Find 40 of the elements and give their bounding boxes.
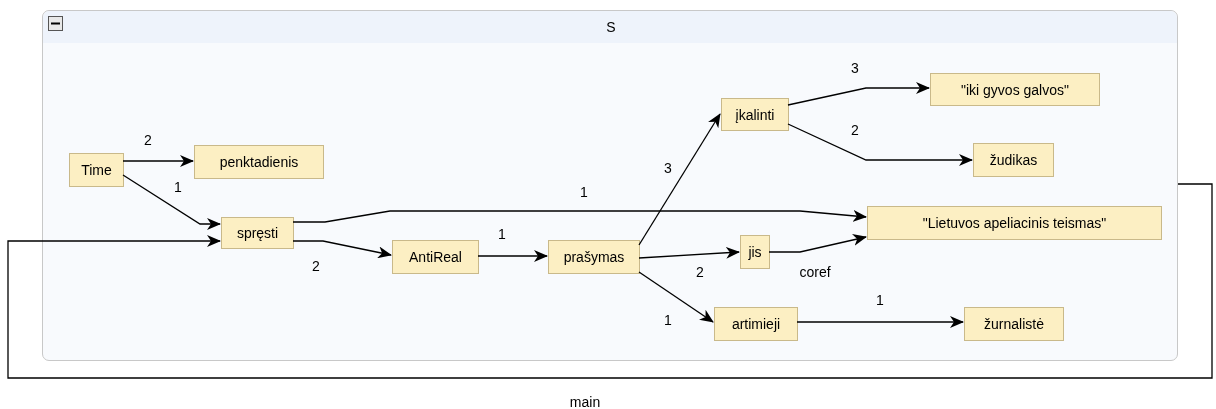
- group-box: [42, 10, 1178, 361]
- edge-label: main: [568, 394, 602, 409]
- arrow: [787, 123, 973, 166]
- edge-label: 1: [173, 179, 183, 195]
- edge-label: 2: [695, 264, 705, 280]
- edge-label: 2: [850, 122, 860, 138]
- node-box: jis: [740, 235, 770, 269]
- edge-label: coref: [798, 264, 832, 280]
- node-box: prašymas: [548, 240, 640, 274]
- arrow: [768, 234, 867, 253]
- edge-label: 1: [663, 312, 673, 328]
- node-box: "Lietuvos apeliacinis teismas": [867, 206, 1162, 240]
- arrow: [638, 246, 740, 259]
- arrow: [638, 113, 721, 246]
- node-box: Time: [69, 153, 124, 187]
- node-box: spręsti: [221, 217, 294, 249]
- node-box: AntiReal: [392, 240, 479, 274]
- group-title: S: [606, 19, 616, 35]
- edge-label: 1: [497, 226, 507, 242]
- edge-label: 1: [579, 184, 589, 200]
- node-box: žudikas: [973, 143, 1054, 177]
- edge-label: 3: [663, 160, 673, 176]
- arrow: [7, 183, 1213, 379]
- arrow: [638, 271, 714, 323]
- node-box: "iki gyvos galvos": [930, 73, 1100, 106]
- node-box: įkalinti: [721, 98, 789, 131]
- arrow: [477, 250, 548, 262]
- node-box: artimieji: [714, 307, 798, 341]
- arrow: [292, 240, 392, 259]
- edge-label: 3: [850, 60, 860, 76]
- edge-label: 1: [875, 292, 885, 308]
- arrow: [122, 174, 221, 230]
- arrow: [122, 155, 194, 167]
- edge-label: 2: [311, 258, 321, 274]
- node-box: žurnalistė: [964, 307, 1064, 341]
- arrow: [787, 82, 930, 106]
- node-box: penktadienis: [194, 145, 324, 179]
- arrow: [796, 316, 964, 328]
- edge-label: 2: [143, 132, 153, 148]
- arrow: [292, 209, 867, 223]
